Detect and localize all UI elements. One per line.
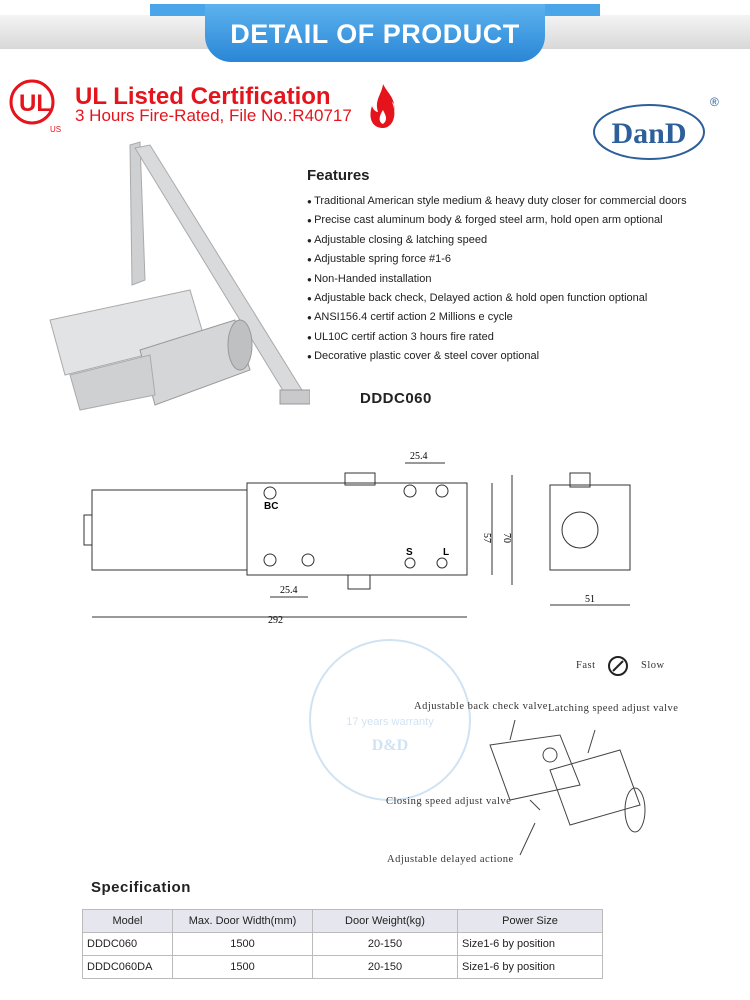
cell: Size1-6 by position bbox=[457, 955, 603, 979]
cell: Size1-6 by position bbox=[457, 932, 603, 956]
svg-text:25.4: 25.4 bbox=[410, 451, 428, 462]
ribbon-wing-right bbox=[540, 4, 600, 16]
flame-icon bbox=[370, 84, 395, 128]
cell: DDDC060DA bbox=[82, 955, 173, 979]
closing-valve-label: Closing speed adjust valve bbox=[386, 796, 512, 807]
svg-text:70: 70 bbox=[501, 533, 512, 543]
feature-item: UL10C certif action 3 hours fire rated bbox=[307, 328, 687, 347]
cell: 20-150 bbox=[312, 932, 458, 956]
back-check-valve-label: Adjustable back check valve bbox=[414, 701, 548, 712]
cell: 20-150 bbox=[312, 955, 458, 979]
model-number: DDDC060 bbox=[360, 390, 432, 407]
svg-text:17 years warranty: 17 years warranty bbox=[346, 716, 434, 728]
table-header-row: Model Max. Door Width(mm) Door Weight(kg… bbox=[82, 909, 603, 933]
header-cell: Model bbox=[82, 909, 173, 933]
header-cell: Power Size bbox=[457, 909, 603, 933]
header-cell: Max. Door Width(mm) bbox=[172, 909, 313, 933]
cert-title: UL Listed Certification bbox=[75, 83, 331, 110]
delayed-action-label: Adjustable delayed actione bbox=[387, 854, 514, 865]
feature-item: Traditional American style medium & heav… bbox=[307, 192, 687, 211]
svg-text:D&D: D&D bbox=[372, 737, 408, 754]
svg-text:®: ® bbox=[710, 95, 719, 109]
svg-text:292: 292 bbox=[268, 615, 283, 626]
cert-subtitle: 3 Hours Fire-Rated, File No.:R40717 bbox=[75, 106, 352, 125]
fast-label: Fast bbox=[576, 660, 596, 671]
svg-text:DanD: DanD bbox=[611, 117, 686, 150]
ul-logo: UL US bbox=[9, 79, 61, 134]
speed-dial-icon bbox=[608, 656, 628, 676]
watermark-stamp: 17 years warranty D&D bbox=[309, 639, 471, 801]
dand-logo: DanD ® bbox=[593, 95, 719, 160]
features-list: Traditional American style medium & heav… bbox=[307, 192, 687, 367]
feature-item: ANSI156.4 certif action 2 Millions e cyc… bbox=[307, 308, 687, 327]
header-cell: Door Weight(kg) bbox=[312, 909, 458, 933]
table-row: DDDC060DA 1500 20-150 Size1-6 by positio… bbox=[82, 955, 603, 979]
ribbon-wing-left bbox=[150, 4, 210, 16]
product-image-door-closer bbox=[49, 141, 310, 411]
feature-item: Adjustable back check, Delayed action & … bbox=[307, 289, 687, 308]
feature-item: Non-Handed installation bbox=[307, 270, 687, 289]
feature-item: Decorative plastic cover & steel cover o… bbox=[307, 347, 687, 366]
table-row: DDDC060 1500 20-150 Size1-6 by position bbox=[82, 932, 603, 956]
svg-text:BC: BC bbox=[264, 501, 278, 512]
svg-text:57: 57 bbox=[481, 533, 492, 543]
svg-text:51: 51 bbox=[585, 594, 595, 605]
feature-item: Adjustable spring force #1-6 bbox=[307, 250, 687, 269]
banner-title: DETAIL OF PRODUCT bbox=[205, 4, 545, 62]
svg-text:UL: UL bbox=[19, 90, 51, 117]
svg-text:25.4: 25.4 bbox=[280, 585, 298, 596]
features-title: Features bbox=[307, 167, 370, 184]
latching-valve-label: Latching speed adjust valve bbox=[548, 703, 679, 714]
cell: 1500 bbox=[172, 955, 313, 979]
technical-drawing: 25.4 25.4 57 70 292 51 BC S L bbox=[83, 451, 631, 626]
svg-text:S: S bbox=[406, 547, 413, 558]
feature-item: Adjustable closing & latching speed bbox=[307, 231, 687, 250]
valve-diagram bbox=[489, 719, 646, 856]
feature-item: Precise cast aluminum body & forged stee… bbox=[307, 211, 687, 230]
specification-title: Specification bbox=[91, 879, 191, 896]
svg-text:L: L bbox=[443, 547, 449, 558]
svg-text:US: US bbox=[50, 125, 61, 134]
cell: 1500 bbox=[172, 932, 313, 956]
specification-table: Model Max. Door Width(mm) Door Weight(kg… bbox=[82, 909, 603, 979]
slow-label: Slow bbox=[641, 660, 665, 671]
cell: DDDC060 bbox=[82, 932, 173, 956]
